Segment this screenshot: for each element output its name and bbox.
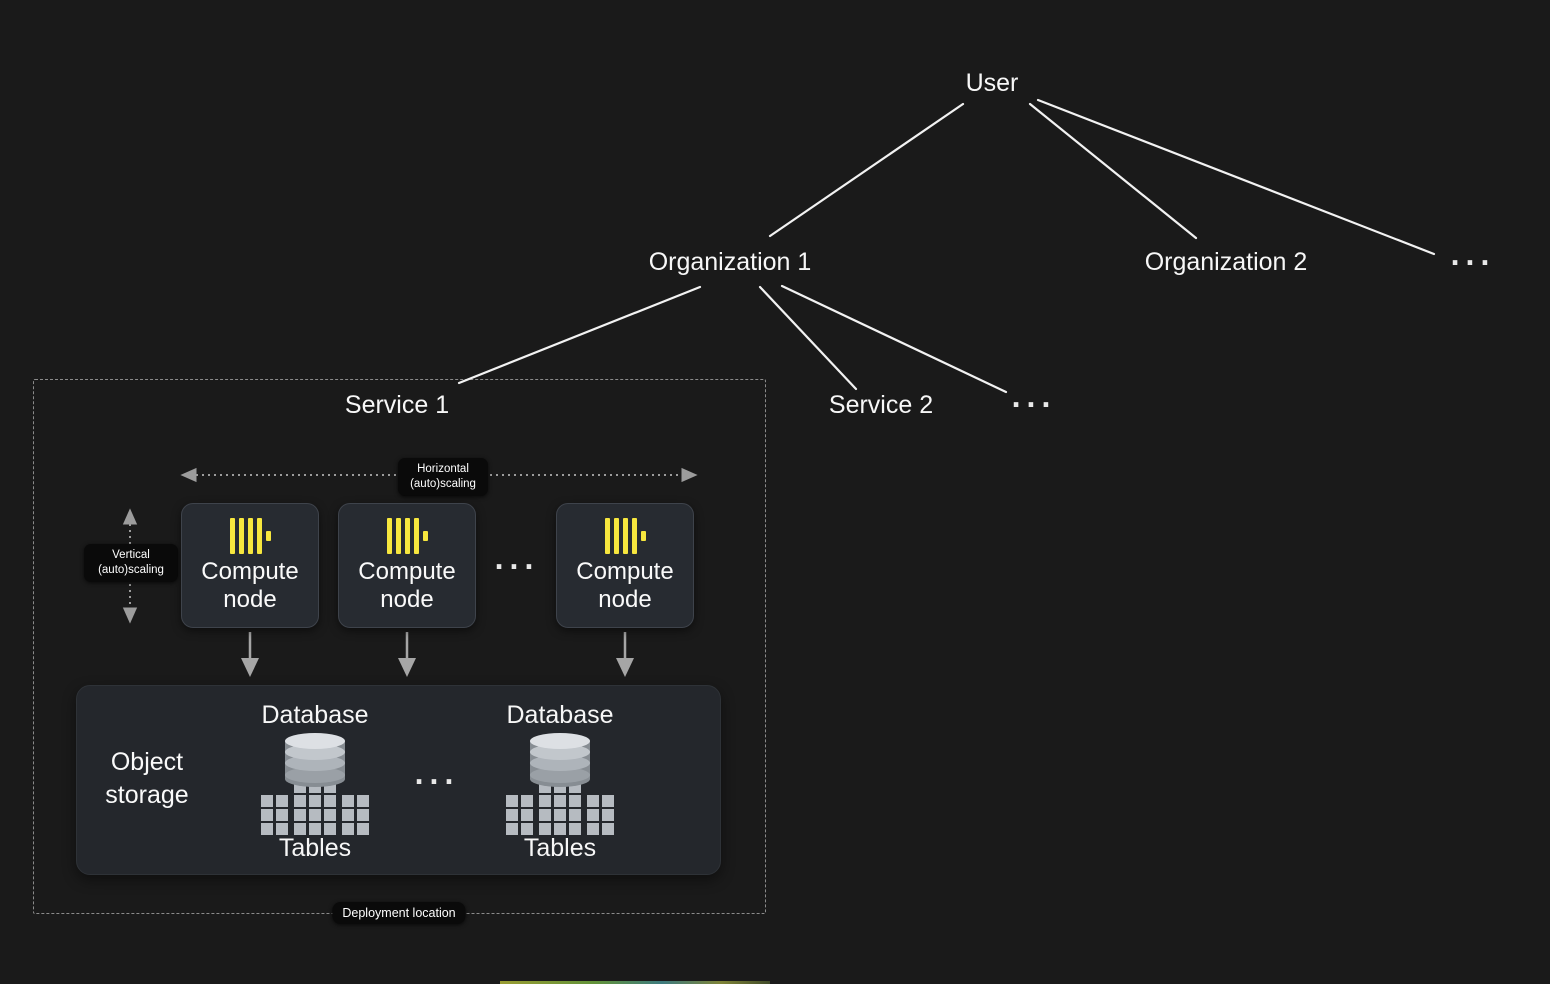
more-services-ellipsis: ... [1011, 378, 1057, 414]
database-2-label: Database [506, 701, 614, 729]
object-storage-label: Object storage [105, 748, 189, 809]
tables-1-label: Tables [278, 834, 352, 862]
database-1-label: Database [261, 701, 369, 729]
organization-1-label: Organization 1 [648, 248, 812, 276]
organization-2-label: Organization 2 [1144, 248, 1308, 276]
compute-node-card-2: Compute node [338, 503, 476, 628]
object-storage-box [76, 685, 721, 875]
clickhouse-logo-icon [230, 518, 271, 555]
service-2-label: Service 2 [828, 391, 934, 419]
compute-node-label: Compute node [576, 558, 674, 613]
vertical-scaling-label: Vertical (auto)scaling [84, 544, 178, 582]
horizontal-scaling-label: Horizontal (auto)scaling [398, 458, 488, 496]
clickhouse-logo-icon [387, 518, 428, 555]
compute-node-card-1: Compute node [181, 503, 319, 628]
deployment-location-label: Deployment location [332, 902, 466, 925]
database-cylinder-icon [530, 733, 590, 787]
compute-node-label: Compute node [201, 558, 299, 613]
more-databases-ellipsis: ... [414, 755, 460, 791]
tables-grid-icon [506, 781, 614, 835]
clickhouse-logo-icon [605, 518, 646, 555]
compute-node-label: Compute node [358, 558, 456, 613]
more-organizations-ellipsis: ... [1450, 236, 1496, 272]
service-1-label: Service 1 [344, 391, 450, 419]
database-cylinder-icon [285, 733, 345, 787]
tables-grid-icon [261, 781, 369, 835]
tables-2-label: Tables [523, 834, 597, 862]
more-compute-nodes-ellipsis: ... [494, 540, 540, 576]
compute-node-card-3: Compute node [556, 503, 694, 628]
user-node-label: User [965, 69, 1019, 97]
bottom-edge-artifact [500, 981, 770, 984]
